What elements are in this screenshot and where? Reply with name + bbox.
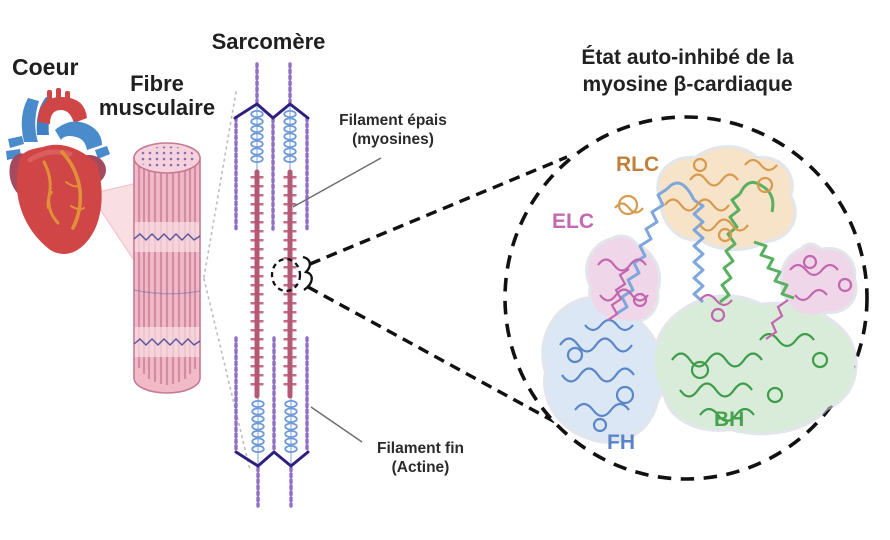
myosin-structure: [541, 145, 858, 444]
thin-filament-annotation: Filament fin (Actine): [358, 440, 483, 477]
thin-filament-annotation-line2: (Actine): [391, 458, 450, 476]
muscle-fiber-illustration: [133, 142, 201, 394]
pointer-line-thick-filament: [292, 157, 382, 208]
pointer-line-thin-filament: [310, 406, 363, 443]
magnified-region-circle: [270, 257, 302, 293]
bh-domain: [654, 297, 855, 433]
elc-domain-right: [782, 245, 855, 315]
rlc-label: RLC: [616, 153, 660, 176]
thin-filament: [234, 62, 309, 508]
z-disc: [233, 102, 310, 468]
muscle-fiber-label: Fibre musculaire: [92, 71, 222, 121]
sarcomere-diagram: [233, 62, 310, 508]
muscle-fiber-label-line2: musculaire: [98, 95, 216, 121]
inset-title-line1: État auto-inhibé de la: [581, 46, 794, 69]
magnified-region-brace: [302, 255, 313, 291]
zoom-cone-sarcomere-to-inset: [307, 155, 568, 430]
elc-label: ELC: [552, 210, 594, 233]
thin-filament-annotation-line1: Filament fin: [377, 440, 464, 457]
sarcomere-label: Sarcomère: [211, 29, 326, 54]
muscle-fiber-label-line1: Fibre: [130, 71, 184, 96]
fiber-to-sarcomere-dotted-lines: [203, 91, 251, 471]
inset-title-line2: myosine β-cardiaque: [582, 73, 793, 97]
rlc-domain: [659, 148, 794, 249]
bh-label: BH: [714, 408, 745, 431]
fh-label: FH: [607, 431, 635, 454]
magnified-region-marker: [270, 255, 313, 293]
thick-filament-annotation-line1: Filament épais: [339, 112, 447, 129]
fh-domain: [544, 299, 663, 441]
thick-filament-annotation-line2: (myosines): [352, 130, 434, 148]
inset-title: État auto-inhibé de la myosine β-cardiaq…: [550, 44, 825, 99]
heart-label: Coeur: [12, 54, 79, 80]
thick-filament-annotation: Filament épais (myosines): [323, 112, 463, 149]
heart-illustration: [6, 88, 110, 254]
